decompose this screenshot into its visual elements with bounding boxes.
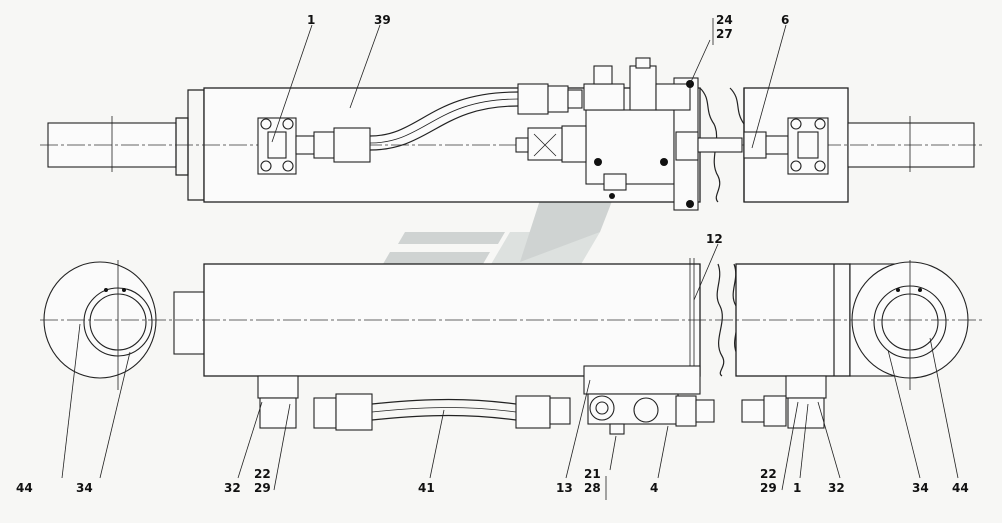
label-41: 41 [418,481,435,495]
label-44-left: 44 [16,481,33,495]
label-29-left: 29 [254,481,271,495]
label-24: 24 [716,13,733,27]
label-44-right: 44 [952,481,969,495]
label-13: 13 [556,481,573,495]
label-22-right: 22 [760,467,777,481]
label-34-left: 34 [76,481,93,495]
label-32-left: 32 [224,481,241,495]
label-22-left: 22 [254,467,271,481]
label-27: 27 [716,27,733,41]
label-29-right: 29 [760,481,777,495]
bottom-view: 12 44 34 32 22 29 41 13 21 28 4 22 29 1 … [16,232,985,500]
label-34-right: 34 [912,481,929,495]
label-12: 12 [706,232,723,246]
top-flange-right [787,117,829,175]
label-6: 6 [781,13,789,27]
top-view: 1 39 24 27 6 [40,13,985,211]
label-21: 21 [584,467,601,481]
label-4: 4 [650,481,658,495]
label-39: 39 [374,13,391,27]
bottom-valve-block [587,393,715,435]
top-valve-block [515,57,699,211]
label-1-top: 1 [307,13,315,27]
label-1-bottom: 1 [793,481,801,495]
label-32-right: 32 [828,481,845,495]
label-28: 28 [584,481,601,495]
